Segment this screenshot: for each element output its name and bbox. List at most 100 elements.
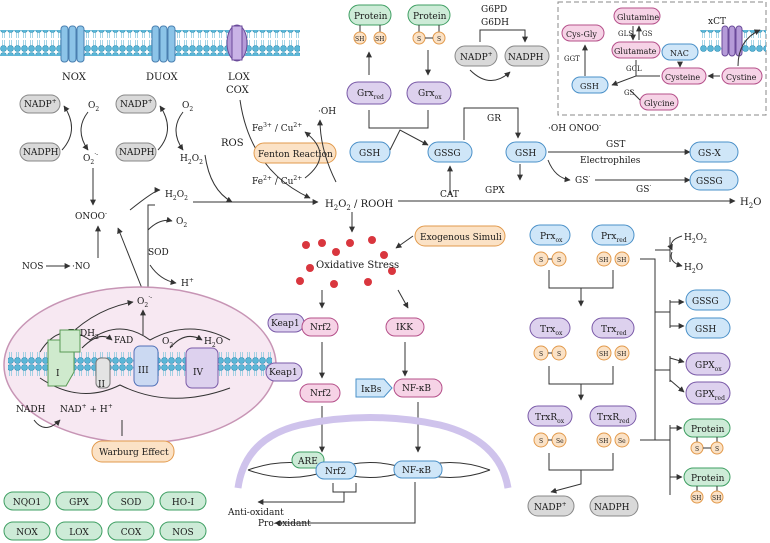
svg-text:TrxRox: TrxRox [535,413,565,425]
svg-text:S: S [695,446,699,453]
svg-text:GGT: GGT [564,55,580,63]
pro-gene-label: COX [121,528,142,538]
arrow-to-gsh-inset [611,75,660,86]
complex-i: I [47,329,81,387]
no-label: ·NO [72,262,90,272]
svg-text:Trxred: Trxred [601,325,627,337]
svg-text:O2·-: O2·- [137,294,152,309]
cristae-bottom [39,377,231,399]
svg-text:NADP+: NADP+ [460,51,493,63]
svg-text:H2O2: H2O2 [180,154,203,166]
anti-gene-pill [159,491,207,511]
svg-text:SH: SH [355,36,364,43]
svg-text:Cys-Gly: Cys-Gly [566,30,597,39]
svg-text:Cysteine: Cysteine [665,73,700,82]
g6dh-label: G6DH [481,18,509,28]
svg-text:SH: SH [599,257,608,264]
svg-text:Grxred: Grxred [357,89,384,101]
nfkb-text-c: NF-κB [402,466,431,476]
xct-label: xCT [708,17,726,27]
arrow-pro [274,482,416,526]
gsh-text-trx: GSH [695,325,716,335]
nfkb-pill-c [393,460,443,479]
svg-text:Fe2+ / Cu2+: Fe2+ / Cu2+ [252,175,302,187]
pro-gene-pill [55,521,103,541]
svg-text:NADP+: NADP+ [120,98,153,110]
keap1-pill-b [265,362,303,382]
gssg-pill-trx [685,289,731,311]
svg-text:GS·: GS· [575,174,590,186]
nox-channel [60,25,85,63]
are-text: ARE [297,457,318,467]
arrow-trx-h2o2 [667,235,683,251]
fad-label: FAD [114,336,133,346]
nadph-text-trx: NADPH [594,503,630,513]
svg-text:GLS: GLS [618,30,633,38]
plasma-membrane [0,30,300,56]
gst-label: GST [606,140,625,150]
arrow-gsh-gssg [389,129,429,151]
gsh-pill-trx [685,317,731,339]
svg-text:SH: SH [617,257,626,264]
sod-label: SOD [148,248,169,258]
pro-gene-pill [107,521,155,541]
svg-text:O2: O2 [162,337,173,349]
nadp-pill-trx [527,495,575,517]
bracket [332,483,357,493]
trxr-cycle [548,453,614,471]
red-dots [296,236,396,288]
arc-o2-1 [80,111,89,151]
pro-gene-label: LOX [69,528,89,538]
nrf2-pill-c [315,461,357,480]
gsh-pill-a [349,141,391,163]
glutamine-pill [613,7,661,25]
arrow-to-o2c [147,216,173,231]
line-glycine [629,89,641,101]
arc-o2-2 [175,111,184,151]
dna-strand-1 [247,462,491,478]
nadph-pill-top [504,45,550,67]
pro-gene-label: NOS [172,528,193,538]
svg-text:TrxRred: TrxRred [597,413,630,425]
nox-label: NOX [62,72,87,83]
svg-text:III: III [138,366,149,376]
arrow-to-gpx-red [669,379,685,393]
svg-text:IV: IV [193,368,204,378]
gr-label: GR [487,114,501,124]
fenton-pill [253,142,337,164]
svg-text:Se: Se [556,438,564,445]
dna-strand-2 [247,462,491,478]
ikk-pill [385,317,425,337]
gr-path [463,107,521,140]
nadph-text-1: NADPH [23,148,59,158]
nrf2-text-c: Nrf2 [325,467,346,477]
ros-label: ROS [221,138,244,149]
nadp-pill-1 [19,94,61,114]
nac-pill [661,43,699,61]
svg-text:II: II [98,380,106,390]
nuclear-membrane [234,414,512,489]
svg-text:O2: O2 [176,217,187,229]
nrf2-text-a: Nrf2 [310,323,331,333]
svg-text:Fe3+ / Cu2+: Fe3+ / Cu2+ [252,122,302,134]
svg-text:S: S [557,351,561,358]
svg-text:SH: SH [599,351,608,358]
anti-gene-label: GPX [69,498,89,508]
trx-cycle [548,366,614,385]
svg-text:NAD+ + H+: NAD+ + H+ [60,403,113,415]
svg-text:S: S [417,36,421,43]
lox-cox-channel [226,24,248,62]
anti-oxidant-label: Anti-oxidant [227,508,284,518]
cystine-pill [721,67,763,85]
duox-channel [151,25,176,63]
exo-pill [414,225,506,247]
svg-text:GS: GS [642,30,653,38]
trxr-down [550,470,582,494]
duox-label: DUOX [146,72,178,83]
pro-gene-pill [3,521,51,541]
svg-text:Cystine: Cystine [726,73,757,82]
